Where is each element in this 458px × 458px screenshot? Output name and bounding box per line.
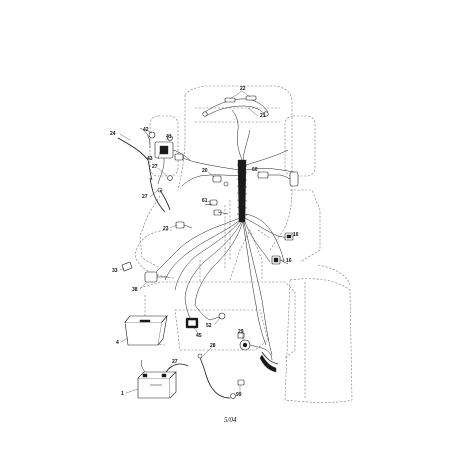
- callout-99: 99: [236, 392, 242, 398]
- connector-20: [212, 175, 229, 187]
- connector-23: [175, 221, 193, 229]
- connector-45: [185, 317, 199, 329]
- callout-labels: 22 21 24 42 41 43 27 20 60 61 27 23 16 1…: [110, 86, 299, 398]
- callout-43: 43: [147, 156, 153, 162]
- terminal-99: [237, 379, 245, 386]
- callout-52: 52: [206, 323, 212, 329]
- callout-61: 61: [202, 198, 208, 204]
- harness-coil-rings: [236, 164, 248, 216]
- callout-28: 28: [210, 343, 216, 349]
- callout-27-upper: 27: [152, 164, 158, 170]
- safety-switch-16b: [271, 255, 289, 265]
- callout-42: 42: [143, 127, 149, 133]
- connector-61: [204, 199, 229, 216]
- callout-4: 4: [116, 340, 119, 346]
- connector-52: [209, 312, 226, 321]
- battery-tray: [124, 314, 168, 346]
- callout-16-upper: 16: [293, 232, 299, 238]
- callout-45: 45: [196, 333, 202, 339]
- callout-38: 38: [132, 287, 138, 293]
- callout-20: 20: [202, 168, 208, 174]
- top-connector-assembly: [202, 95, 269, 117]
- main-harness: [151, 109, 295, 356]
- callout-1: 1: [121, 391, 124, 397]
- callout-60: 60: [252, 167, 258, 173]
- callout-22: 22: [240, 86, 246, 92]
- callout-27-lower: 27: [172, 359, 178, 365]
- callout-21: 21: [260, 113, 266, 119]
- callout-24: 24: [110, 131, 116, 137]
- callout-23: 23: [163, 226, 169, 232]
- safety-switch-16a: [284, 232, 294, 241]
- callout-41: 41: [166, 134, 172, 140]
- clip-33: [121, 261, 133, 272]
- callout-leaders: [119, 90, 293, 394]
- tractor-outline: [134, 85, 353, 403]
- callout-29: 29: [238, 329, 244, 335]
- callout-33: 33: [112, 268, 118, 274]
- callout-16-lower: 16: [286, 258, 292, 264]
- battery: [137, 371, 177, 399]
- revision-date: 5/04: [224, 416, 237, 424]
- connector-38: [144, 271, 168, 283]
- solenoid-29: [237, 332, 279, 373]
- callout-27-middle: 27: [142, 194, 148, 200]
- ignition-switch-cluster: [117, 127, 191, 213]
- headlight-connector: [257, 171, 299, 187]
